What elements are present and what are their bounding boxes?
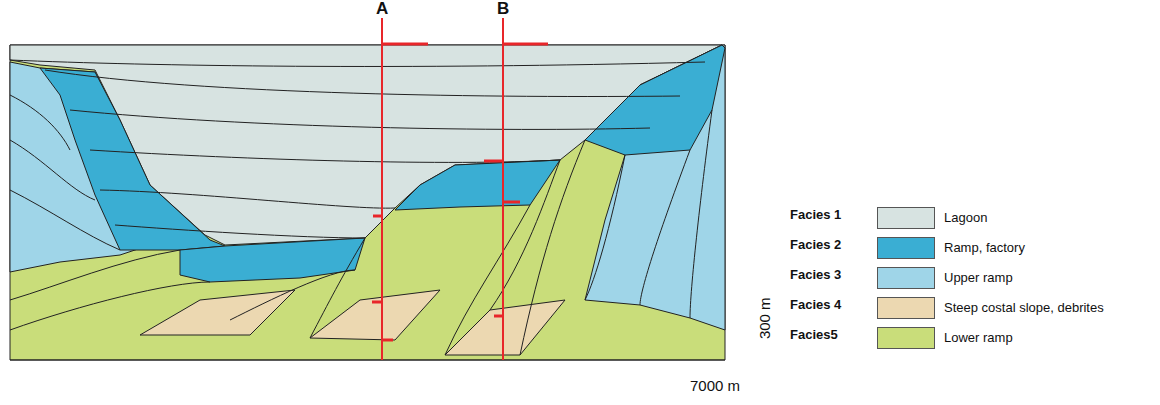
horizontal-scale: 7000 m bbox=[690, 378, 740, 395]
legend-swatch bbox=[877, 327, 935, 349]
legend-text: Lower ramp bbox=[944, 331, 1013, 345]
facies-number: Facies5 bbox=[790, 328, 838, 342]
legend-text: Upper ramp bbox=[944, 271, 1013, 285]
legend-swatch bbox=[877, 237, 935, 259]
vertical-scale: 300 m bbox=[757, 297, 774, 339]
well-label: A bbox=[376, 0, 388, 19]
legend-swatch bbox=[877, 297, 935, 319]
facies-number: Facies 2 bbox=[790, 238, 841, 252]
legend-text: Ramp, factory bbox=[944, 241, 1025, 255]
facies-number: Facies 4 bbox=[790, 298, 841, 312]
legend-swatch bbox=[877, 267, 935, 289]
facies-number: Facies 3 bbox=[790, 268, 841, 282]
facies-number: Facies 1 bbox=[790, 208, 841, 222]
legend-text: Steep costal slope, debrites bbox=[944, 301, 1104, 315]
well-label: B bbox=[497, 0, 509, 19]
legend-swatch bbox=[877, 207, 935, 229]
legend-text: Lagoon bbox=[944, 211, 987, 225]
